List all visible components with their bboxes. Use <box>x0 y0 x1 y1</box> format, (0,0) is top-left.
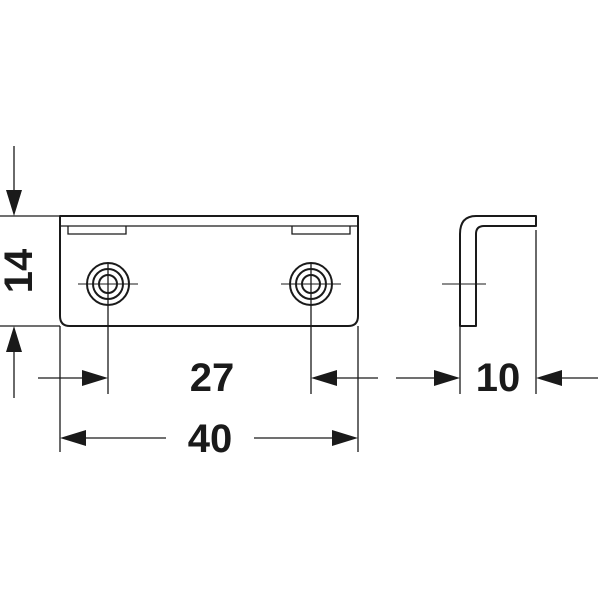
arrow-right-icon <box>332 430 358 446</box>
length-label: 40 <box>188 417 233 461</box>
bracket-profile <box>459 215 537 327</box>
arrow-left-icon <box>536 370 562 386</box>
length-dimension: 40 <box>59 326 359 461</box>
arrow-right-icon <box>434 370 460 386</box>
thickness-dimension: 10 <box>396 230 598 400</box>
height-label: 14 <box>0 248 41 293</box>
bend-notch-left <box>67 226 127 235</box>
arrow-left-icon <box>311 370 337 386</box>
arrow-left-icon <box>60 430 86 446</box>
side-view <box>442 215 537 327</box>
height-dimension: 14 <box>0 146 60 398</box>
plate-outline <box>59 215 359 327</box>
arrow-right-icon <box>82 370 108 386</box>
arrow-up-icon <box>6 326 22 352</box>
arrow-down-icon <box>6 190 22 216</box>
thickness-label: 10 <box>476 356 521 400</box>
hole-spacing-label: 27 <box>190 356 235 400</box>
front-view <box>59 215 359 327</box>
bend-notch-right <box>291 226 351 235</box>
